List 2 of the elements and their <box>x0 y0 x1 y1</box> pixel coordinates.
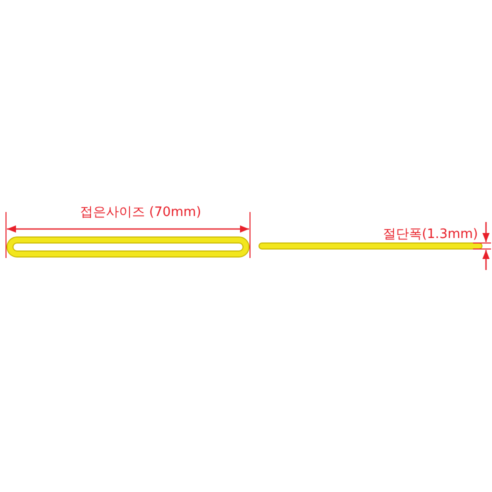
dimension-label: 절단폭(1.3mm) <box>382 227 478 243</box>
dimension-label: 접은사이즈 (70mm) <box>80 205 202 221</box>
